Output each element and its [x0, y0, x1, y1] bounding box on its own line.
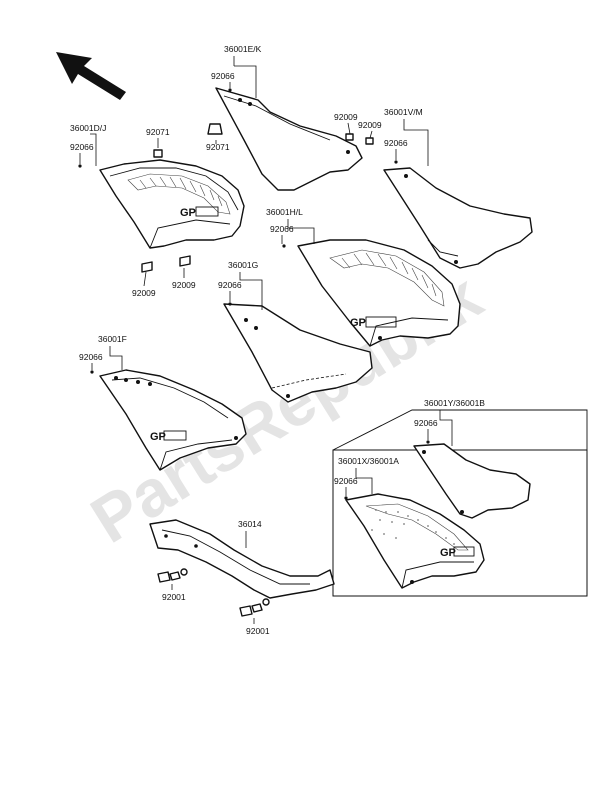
label-92009-a: 92009	[334, 112, 358, 122]
chain-cover-36014	[149, 519, 335, 599]
side-cover-36001dj: GP	[99, 159, 245, 249]
side-cover-36001vm	[383, 167, 533, 269]
front-direction-arrow-icon	[56, 52, 126, 100]
bolt-92001-icon	[157, 568, 188, 583]
side-cover-36001ek	[215, 87, 363, 191]
clip-92071-icon	[207, 123, 223, 135]
emblem-gp: GP	[440, 547, 456, 559]
screw-92009-icon	[141, 261, 153, 273]
bolt-92001-icon	[239, 598, 270, 617]
label-36001f: 36001F	[98, 334, 127, 344]
label-36001ek: 36001E/K	[224, 44, 262, 54]
label-92066-f: 92066	[79, 352, 103, 362]
clip-92071-icon	[153, 149, 163, 158]
grommet-92009-icon	[345, 133, 354, 141]
side-cover-36001f: GP	[99, 369, 247, 471]
label-36014: 36014	[238, 519, 262, 529]
label-36001vm: 36001V/M	[384, 107, 423, 117]
label-36001hl: 36001H/L	[266, 207, 303, 217]
label-92066-e: 92066	[218, 280, 242, 290]
label-92066-d: 92066	[270, 224, 294, 234]
emblem-gp: GP	[350, 317, 366, 329]
variant-box	[332, 449, 588, 597]
label-92071-a: 92071	[146, 127, 170, 137]
side-cover-36001yb	[413, 443, 531, 519]
side-cover-36001g	[223, 303, 373, 403]
label-92066-h: 92066	[334, 476, 358, 486]
emblem-gp: GP	[150, 431, 166, 443]
side-cover-36001hl: GP	[297, 239, 461, 347]
label-92071-b: 92071	[206, 142, 230, 152]
label-92001-b: 92001	[246, 626, 270, 636]
emblem-gp: GP	[180, 207, 196, 219]
label-36001xa: 36001X/36001A	[338, 456, 399, 466]
label-36001yb: 36001Y/36001B	[424, 398, 485, 408]
side-cover-36001xa: GP	[345, 493, 485, 589]
label-92066-b: 92066	[70, 142, 94, 152]
label-92066-g: 92066	[414, 418, 438, 428]
grommet-92009-icon	[365, 137, 374, 145]
label-92066-c: 92066	[384, 138, 408, 148]
label-36001g: 36001G	[228, 260, 258, 270]
label-92009-b: 92009	[358, 120, 382, 130]
label-92009-c: 92009	[132, 288, 156, 298]
label-92009-d: 92009	[172, 280, 196, 290]
screw-92009-icon	[179, 255, 191, 267]
label-36001dj: 36001D/J	[70, 123, 106, 133]
label-92066-a: 92066	[211, 71, 235, 81]
label-92001-a: 92001	[162, 592, 186, 602]
